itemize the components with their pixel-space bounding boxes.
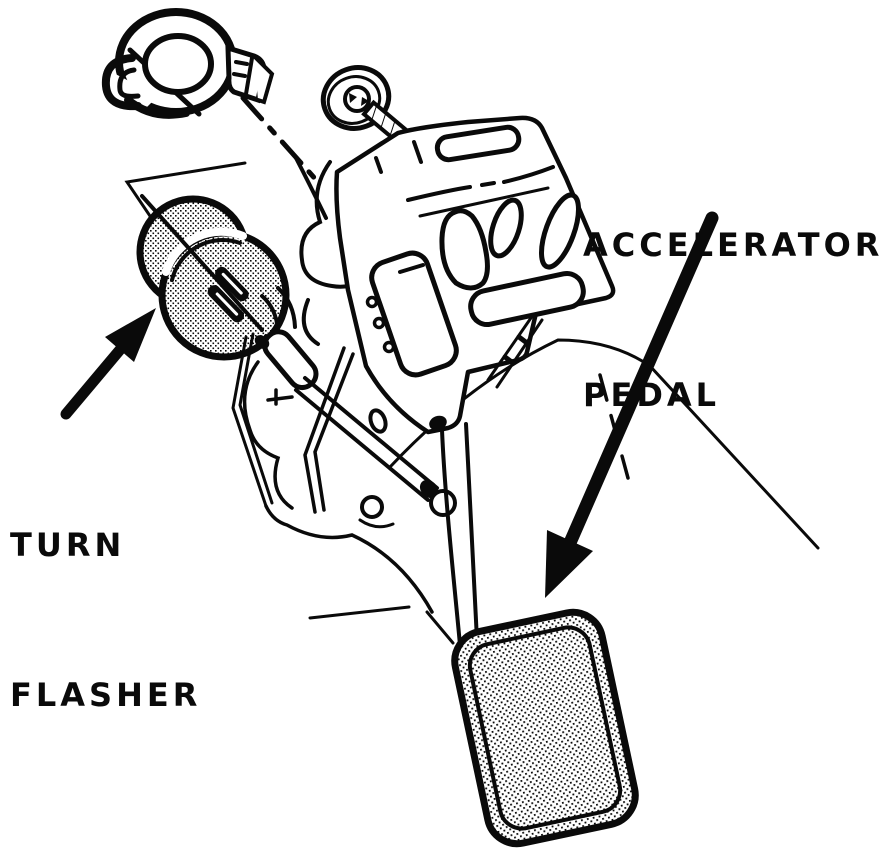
flasher-terminals <box>207 266 249 323</box>
label-accelerator-line2: PEDAL <box>583 376 721 414</box>
turn-flasher-arrow <box>60 308 156 420</box>
label-turn-flasher: TURN FLASHER <box>10 420 201 820</box>
pedal-bracket <box>334 115 616 435</box>
label-turn-line2: FLASHER <box>10 676 202 714</box>
accelerator-pedal-arrow <box>545 211 719 598</box>
accelerator-pedal <box>451 608 639 848</box>
label-turn-line1: TURN <box>10 526 126 564</box>
pedal-linkage <box>231 329 457 614</box>
label-accelerator-line1: ACCELERATOR <box>583 226 884 264</box>
retaining-clip <box>80 8 275 138</box>
label-accelerator-pedal: ACCELERATOR PEDAL <box>583 120 883 520</box>
mounting-boot <box>294 156 370 346</box>
pedal-arm <box>440 422 479 647</box>
